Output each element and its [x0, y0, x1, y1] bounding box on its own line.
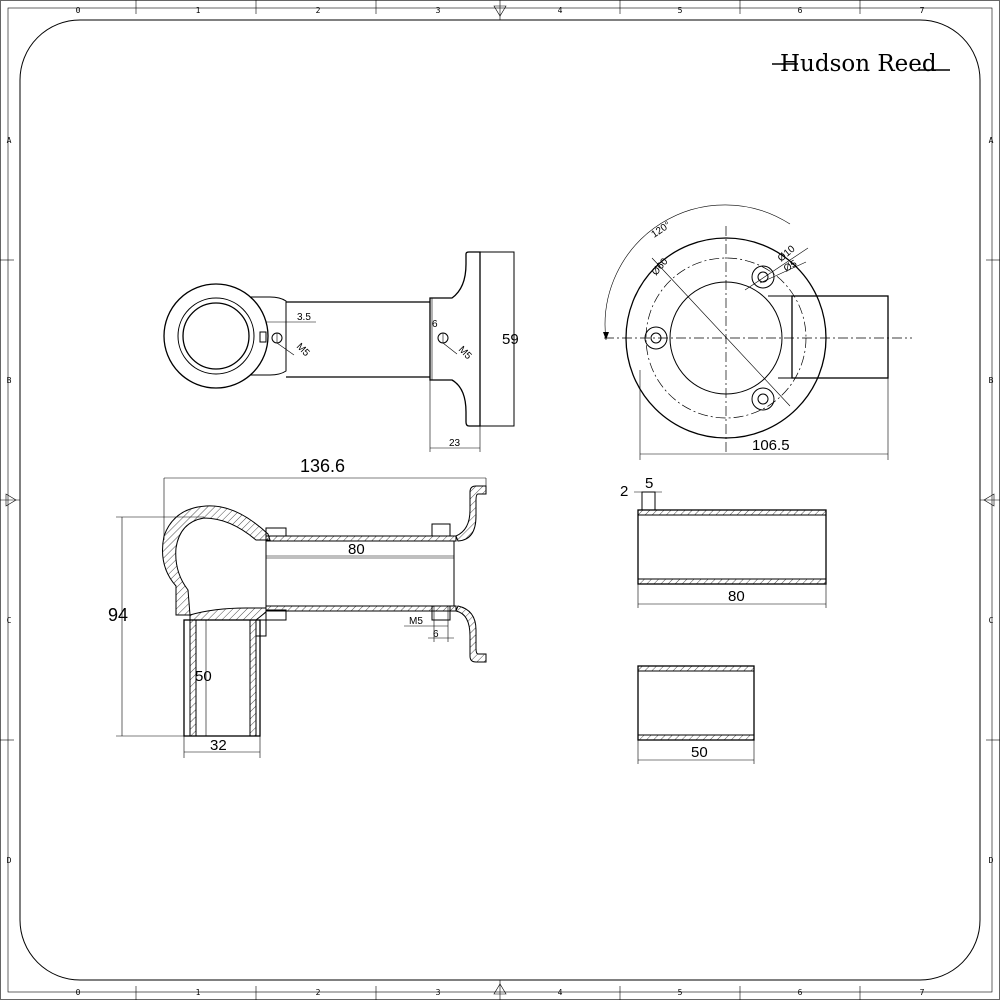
dim-clip-gap: 3.5: [297, 312, 311, 323]
dim-overall-length: 136.6: [300, 456, 345, 476]
dim-tube-wall: 2: [620, 483, 628, 500]
bolt-hole-outer: [751, 387, 775, 411]
col-label-top: 0: [76, 6, 81, 15]
end-view: Ø60 120° Ø10 Ø5 106.5: [603, 204, 912, 460]
brand-logo: Hudson Reed: [772, 51, 950, 77]
flange-lower: [455, 605, 487, 663]
elbow-wall: [162, 505, 271, 616]
row-label-left: B: [7, 376, 12, 385]
row-labels-right: A B C D: [989, 136, 994, 865]
row-label-right: C: [989, 616, 994, 625]
dim-drop-length: 50: [195, 668, 212, 685]
flange-upper: [455, 485, 487, 542]
dim-flange-depth: 23: [449, 438, 461, 449]
row-label-left: A: [7, 136, 12, 145]
col-label-bottom: 3: [436, 988, 441, 997]
tube-80-lip: [641, 491, 656, 511]
bolt-hole-outer: [751, 265, 775, 289]
drop-tube: [183, 619, 261, 737]
row-label-right: A: [989, 136, 994, 145]
ring-inner-lip: [177, 297, 255, 375]
col-label-bottom: 5: [678, 988, 683, 997]
centre-mark-top: [493, 0, 507, 20]
elbow-floor: [189, 607, 267, 621]
top-view: 3.5 M5 6 M5 59 23: [163, 251, 519, 452]
tube-50-body: [637, 665, 755, 741]
dim-section-screw-gap: 6: [433, 629, 439, 640]
row-label-right: B: [989, 376, 994, 385]
dim-flange-screw-gap: 6: [432, 319, 438, 330]
section-view: 136.6 94 80 50 32 M5 6: [108, 456, 487, 758]
col-label-bottom: 7: [920, 988, 925, 997]
col-label-top: 6: [798, 6, 803, 15]
dim-overall-width: 106.5: [752, 437, 790, 454]
dim-arm-length: 80: [348, 541, 365, 558]
dim-clip-screw: M5: [294, 341, 312, 359]
row-label-left: D: [7, 856, 12, 865]
centre-mark-right: [980, 493, 1000, 507]
col-label-top: 3: [436, 6, 441, 15]
dim-flange-screw: M5: [456, 344, 474, 362]
dim-drop-width: 32: [210, 737, 227, 754]
column-labels-bottom: 0 1 2 3 4 5 6 7: [76, 988, 925, 997]
arm-stub: [791, 295, 889, 379]
dim-tube-80-length: 80: [728, 588, 745, 605]
col-label-bottom: 0: [76, 988, 81, 997]
brand-name: Hudson Reed: [780, 51, 937, 77]
ring-outer: [163, 283, 269, 389]
dim-tube-lip: 5: [645, 475, 653, 492]
col-label-top: 1: [196, 6, 201, 15]
col-label-top: 7: [920, 6, 925, 15]
col-label-bottom: 1: [196, 988, 201, 997]
dim-flange-height: 59: [502, 331, 519, 348]
dim-tube-50-length: 50: [691, 744, 708, 761]
ring-bore: [182, 302, 250, 370]
column-labels-top: 0 1 2 3 4 5 6 7: [76, 6, 925, 15]
tube-80-view: 2 5 80: [620, 475, 827, 608]
centre-mark-left: [0, 493, 20, 507]
centre-mark-bottom: [493, 980, 507, 1000]
row-label-right: D: [989, 856, 994, 865]
dim-overall-height: 94: [108, 605, 128, 625]
dim-angle: 120°: [650, 220, 673, 241]
col-label-top: 5: [678, 6, 683, 15]
row-label-left: C: [7, 616, 12, 625]
arm-wall-bottom: [265, 605, 457, 612]
col-label-top: 4: [558, 6, 563, 15]
inner-tube: [265, 540, 455, 607]
bolt-hole-inner: [757, 393, 769, 405]
bolt-hole-inner: [757, 271, 769, 283]
col-label-bottom: 2: [316, 988, 321, 997]
tube-50-view: 50: [637, 665, 755, 764]
row-labels-left: A B C D: [7, 136, 12, 865]
dim-section-screw: M5: [409, 616, 423, 627]
col-label-top: 2: [316, 6, 321, 15]
tube-80-body: [637, 509, 827, 585]
col-label-bottom: 4: [558, 988, 563, 997]
col-label-bottom: 6: [798, 988, 803, 997]
